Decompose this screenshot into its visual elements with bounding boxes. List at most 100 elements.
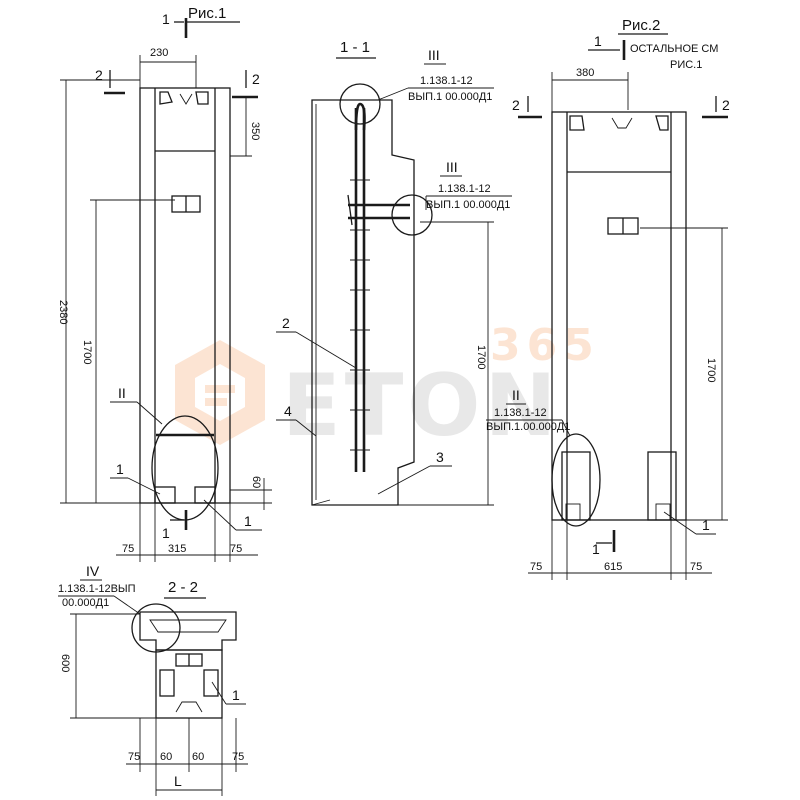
- fig2-callout-II-label: II: [512, 387, 520, 403]
- sec22-dim-L-label: L: [174, 773, 182, 789]
- fig1-body-outline: [139, 87, 231, 504]
- sec22-dim-600-label: 600: [59, 654, 71, 672]
- sec22-node-IV-label: IV: [86, 563, 100, 579]
- figure-2: Рис.2 ОСТАЛЬНОЕ СМ РИС.1 1 380 2 2: [486, 17, 730, 580]
- fig2-title: Рис.2: [622, 17, 660, 34]
- sec22-top-cap-recess: [149, 619, 227, 633]
- watermark-number: 365: [490, 320, 600, 371]
- sec11-pos4-leader: [295, 419, 317, 437]
- fig1-title: Рис.1: [188, 5, 226, 22]
- fig2-pos1-leader: [663, 511, 697, 535]
- fig1-pos1-right-leader: [203, 499, 237, 531]
- fig1-pos1-right-label: 1: [244, 513, 252, 529]
- sec11-node-III-mid-circle: [391, 194, 433, 236]
- sec22-block-left: [159, 669, 175, 697]
- fig2-dim-1700-label: 1700: [705, 358, 717, 382]
- dim-230-label: 230: [150, 47, 168, 59]
- fig2-dim-380-label: 380: [576, 67, 594, 79]
- fig2-ref-1: 1.138.1-12: [494, 407, 547, 419]
- dim-60-label: 60: [250, 476, 262, 488]
- fig2-top-notch-right: [655, 115, 669, 131]
- sec11-pos2-label: 2: [282, 315, 290, 331]
- fig1-callout-II-leader: [136, 401, 163, 425]
- fig1-top-notch-right: [195, 91, 209, 105]
- sec11-pos3-leader: [377, 465, 431, 495]
- fig2-top-recess: [611, 117, 633, 129]
- sec11-dim-1700-label: 1700: [475, 345, 487, 369]
- sec22-ref-1: 1.138.1-12ВЫП: [58, 583, 136, 595]
- dim-75-right-label: 75: [230, 543, 242, 555]
- cut-2-right-label: 2: [252, 71, 260, 87]
- sec11-ref-top-leader: [377, 87, 409, 101]
- fig2-dim-615-label: 615: [604, 561, 622, 573]
- fig2-section-1-top-label: 1: [594, 33, 602, 49]
- fig2-ref-2: ВЫП.1.00.000Д1: [486, 421, 570, 433]
- fig2-cut-2-right-label: 2: [722, 97, 730, 113]
- sec11-node-III-top-circle: [339, 83, 381, 125]
- sec11-bottom-chamfer: [311, 499, 331, 506]
- fig2-dim-75-right-label: 75: [690, 561, 702, 573]
- sec11-ref-mid-2: ВЫП.1 00.000Д1: [426, 199, 510, 211]
- sec11-node-III-mid-label: III: [446, 159, 458, 175]
- sec11-ref-top-1: 1.138.1-12: [420, 75, 473, 87]
- fig2-section-1-bottom-label: 1: [592, 541, 600, 557]
- dim-75-left-label: 75: [122, 543, 134, 555]
- section-1-bottom-label: 1: [162, 525, 170, 541]
- fig2-callout-II-circle: [551, 433, 601, 527]
- fig2-dim-75-left-label: 75: [530, 561, 542, 573]
- sec11-ref-mid-1: 1.138.1-12: [438, 183, 491, 195]
- sec22-dim-60b: 60: [192, 751, 204, 763]
- sec11-outline: [311, 99, 415, 506]
- sec11-mid-anchor: [348, 203, 410, 220]
- watermark-brand: ETON: [282, 356, 561, 456]
- sec11-top-hook: [354, 102, 366, 131]
- sec22-dim-60a: 60: [160, 751, 172, 763]
- fig1-top-recess: [179, 93, 193, 105]
- sec22-pos1-label: 1: [232, 687, 240, 703]
- dim-315-label: 315: [168, 543, 186, 555]
- sec22-node-IV-circle: [131, 603, 181, 653]
- fig1-callout-II-label: II: [118, 385, 126, 401]
- section-1-top-label: 1: [162, 11, 170, 27]
- fig2-note: ОСТАЛЬНОЕ СМ: [630, 43, 718, 55]
- fig2-bottom-slot-right: [655, 503, 671, 521]
- sec22-ref-2: 00.000Д1: [62, 597, 109, 609]
- sec22-block-right: [203, 669, 219, 697]
- sec11-pos2-leader: [295, 331, 357, 369]
- fig1-pos1-left-leader: [127, 477, 161, 495]
- sec11-node-III-top-label: III: [428, 47, 440, 63]
- sec11-pos4-label: 4: [284, 403, 292, 419]
- sec11-ref-top-2: ВЫП.1 00.000Д1: [408, 91, 492, 103]
- dim-350-label: 350: [249, 122, 261, 140]
- fig2-pos1-label: 1: [702, 517, 710, 533]
- fig2-top-notch-left: [569, 115, 585, 131]
- fig2-cut-2-left-label: 2: [512, 97, 520, 113]
- sec11-mid-anchor-hook: [347, 194, 353, 226]
- section-2-2: 2 - 2 IV 1.138.1-12ВЫП 00.000Д1 600 1: [58, 563, 248, 796]
- watermark: 365 ETON: [175, 320, 600, 456]
- fig2-body-outline: [551, 111, 687, 521]
- fig1-top-notch-left: [159, 91, 173, 105]
- fig1-pos1-left-label: 1: [116, 461, 124, 477]
- sec22-bottom-recess: [175, 701, 203, 713]
- fig2-bottom-slot-left: [565, 503, 581, 521]
- fig2-bottom-block-right: [647, 451, 677, 521]
- dim-2380-label: 2380: [57, 300, 69, 324]
- fig2-ref-leader: [561, 419, 571, 437]
- figure-1: Рис.1 1 230 2 2 II: [57, 5, 272, 562]
- cut-2-left-label: 2: [95, 67, 103, 83]
- sec22-dim-75b: 75: [232, 751, 244, 763]
- fig2-note2: РИС.1: [670, 59, 702, 71]
- sec11-pos3-label: 3: [436, 449, 444, 465]
- section-1-1: 1 - 1 III 1.138.1-12 ВЫП.1 00.000Д1 III: [276, 39, 512, 506]
- dim-1700-label: 1700: [81, 340, 93, 364]
- sec22-title: 2 - 2: [168, 579, 198, 596]
- fig1-bottom-block-left: [154, 486, 176, 504]
- sec22-pos1-leader: [211, 681, 227, 705]
- watermark-logo-icon: [175, 340, 265, 445]
- sec22-top-cap: [139, 611, 237, 651]
- sec22-ref-leader: [113, 595, 141, 615]
- sec11-title: 1 - 1: [340, 39, 370, 56]
- sec22-dim-75a: 75: [128, 751, 140, 763]
